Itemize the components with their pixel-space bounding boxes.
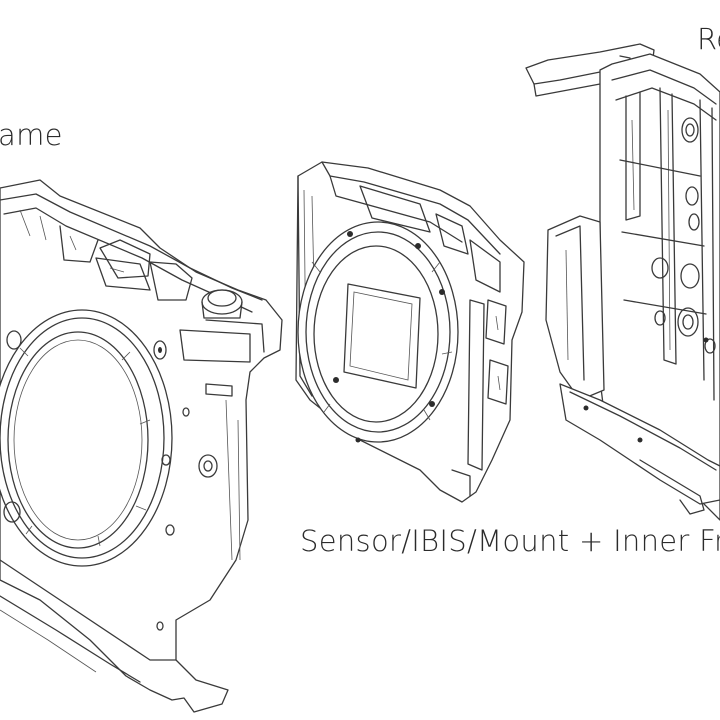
front-frame-label: ame [0,118,63,152]
rear-frame-label: Re [697,22,720,56]
rear-frame-drawing [525,43,720,521]
front-frame-drawing [0,179,283,713]
inner-assembly-label: Sensor/IBIS/Mount + Inner Frame [300,524,720,558]
inner-frame-drawing [295,161,525,503]
